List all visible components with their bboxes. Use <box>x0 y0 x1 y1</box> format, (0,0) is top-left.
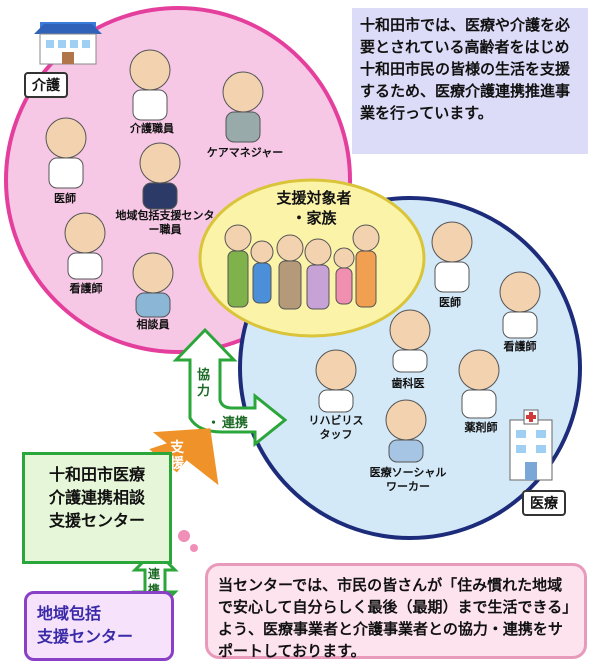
center-line1: 十和田市医療 <box>48 465 145 484</box>
staff-label: 医師 <box>54 192 76 205</box>
staff-label: 介護職員 <box>130 122 174 135</box>
person-icon <box>385 399 427 463</box>
center-line3: 支援センター <box>48 511 145 530</box>
arrow-label-kyoryoku: 協力 <box>197 368 211 399</box>
staff-label: 歯科医 <box>391 377 425 390</box>
center-box: 十和田市医療 介護連携相談 支援センター <box>22 452 172 564</box>
iryo-label: 医療 <box>522 490 566 516</box>
kaigo-label: 介護 <box>24 72 68 98</box>
connector-dot <box>190 544 198 552</box>
chiiki-box: 地域包括 支援センター <box>24 591 174 661</box>
staff-label: 薬剤師 <box>464 421 498 434</box>
person-icon <box>139 142 181 210</box>
house-icon <box>34 22 102 65</box>
person-icon <box>315 349 357 413</box>
staff-label: 看護師 <box>503 340 537 353</box>
person-icon <box>132 252 174 318</box>
person-icon <box>64 212 106 280</box>
chiiki-line2: 支援センター <box>37 627 134 646</box>
chiiki-line1: 地域包括 <box>37 604 102 623</box>
staff-label: 地域包括支援センター職員 <box>115 209 215 236</box>
arrow-label-shien: 支援 <box>170 440 184 472</box>
staff-label: ケアマネジャー <box>206 146 284 159</box>
person-icon <box>458 349 500 419</box>
person-icon <box>304 238 332 310</box>
family-group <box>224 224 380 310</box>
person-icon <box>352 224 380 308</box>
arrow-label-renkei: 連携 <box>222 416 249 431</box>
staff-label: 医師 <box>439 296 461 309</box>
person-icon <box>45 117 87 189</box>
staff-label: 看護師 <box>69 282 103 295</box>
staff-label: リハビリスタッフ <box>308 414 364 441</box>
hospital-icon <box>509 409 553 481</box>
staff-label: 相談員 <box>136 318 170 331</box>
person-icon <box>499 271 541 339</box>
bottom-note: 当センターでは、市民の皆さんが「住み慣れた地域で安心して自分らしく最後（最期）ま… <box>205 563 587 660</box>
kaigo-people <box>45 49 264 318</box>
staff-label: 医療ソーシャルワーカー <box>369 466 447 493</box>
person-icon <box>276 234 304 310</box>
intro-text: 十和田市では、医療や介護を必要とされている高齢者をはじめ十和田市民の皆様の生活を… <box>352 8 588 154</box>
person-icon <box>389 309 431 373</box>
target-line2: ・家族 <box>291 209 337 227</box>
iryo-people <box>315 221 541 463</box>
person-icon <box>222 71 264 143</box>
center-line2: 介護連携相談 <box>48 488 145 507</box>
person-icon <box>250 240 274 304</box>
connector-dot <box>178 530 190 542</box>
target-label: 支援対象者 ・家族 <box>264 188 364 228</box>
person-icon <box>431 221 473 293</box>
person-icon <box>333 247 355 305</box>
person-icon <box>129 49 171 121</box>
person-icon <box>224 224 252 308</box>
support-arrow <box>149 428 219 486</box>
arrow-label-dot: ・ <box>207 416 221 431</box>
target-line1: 支援対象者 <box>276 189 352 207</box>
